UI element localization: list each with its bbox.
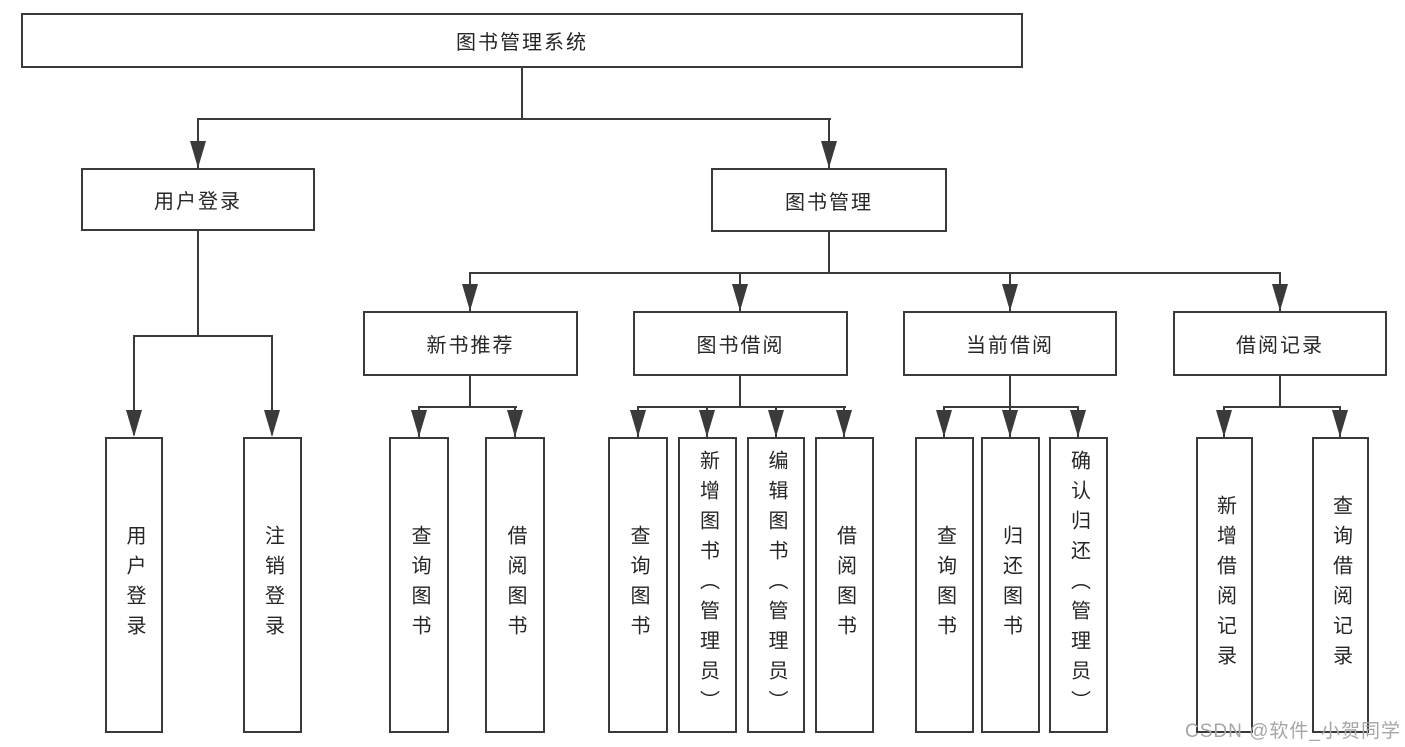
csdn-watermark: CSDN @软件_小贺同学 <box>1185 721 1401 742</box>
connector-line <box>521 68 523 119</box>
connector-line <box>133 335 135 435</box>
node-borrowing-records: 借阅记录 <box>1173 311 1387 376</box>
leaf-confirm-return-admin: 确认归还（管理员） <box>1049 437 1108 733</box>
node-label: 新增借阅记录 <box>1213 495 1236 675</box>
leaf-user-login: 用户登录 <box>105 437 163 733</box>
connector-line <box>1009 376 1011 408</box>
node-label: 查询借阅记录 <box>1329 495 1352 675</box>
connector-line <box>943 406 1079 408</box>
leaf-edit-books-admin: 编辑图书（管理员） <box>747 437 805 733</box>
node-user-login-branch: 用户登录 <box>81 168 315 231</box>
leaf-borrow-books-recommend: 借阅图书 <box>485 437 545 733</box>
arrowhead-down-icon <box>732 284 748 311</box>
node-label: 图书借阅 <box>696 335 785 357</box>
arrowhead-down-icon <box>1070 410 1086 437</box>
arrowhead-down-icon <box>1272 284 1288 311</box>
node-root-library-management-system: 图书管理系统 <box>21 13 1023 68</box>
node-label: 查询图书 <box>627 525 649 645</box>
arrowhead-down-icon <box>126 410 142 437</box>
leaf-add-books-admin: 新增图书（管理员） <box>678 437 737 733</box>
arrowhead-down-icon <box>836 410 852 437</box>
arrowhead-down-icon <box>1332 410 1348 437</box>
leaf-query-books-current: 查询图书 <box>915 437 974 733</box>
node-book-borrowing: 图书借阅 <box>633 311 848 376</box>
connector-line <box>469 376 471 408</box>
node-book-management-branch: 图书管理 <box>711 168 947 232</box>
arrowhead-down-icon <box>768 410 784 437</box>
arrowhead-down-icon <box>821 141 837 168</box>
node-label: 用户登录 <box>154 191 242 213</box>
leaf-query-books-borrowing: 查询图书 <box>608 437 668 733</box>
leaf-query-borrow-record: 查询借阅记录 <box>1312 437 1369 733</box>
node-label: 借阅图书 <box>833 525 856 645</box>
node-new-book-recommendation: 新书推荐 <box>363 311 578 376</box>
leaf-add-borrow-record: 新增借阅记录 <box>1196 437 1253 733</box>
connector-line <box>1223 406 1341 408</box>
connector-line <box>133 335 273 337</box>
leaf-query-books-recommend: 查询图书 <box>389 437 449 733</box>
leaf-logout: 注销登录 <box>243 437 302 733</box>
node-label: 新书推荐 <box>426 335 515 357</box>
connector-line <box>197 231 199 337</box>
connector-line <box>828 232 830 274</box>
node-label: 图书管理 <box>785 191 873 214</box>
node-label: 注销登录 <box>261 525 284 645</box>
connector-line <box>271 335 273 435</box>
arrowhead-down-icon <box>507 410 523 437</box>
arrowhead-down-icon <box>264 410 280 437</box>
arrowhead-down-icon <box>699 410 715 437</box>
node-label: 图书管理系统 <box>456 32 588 54</box>
connector-line <box>637 406 846 408</box>
connector-line <box>469 272 1281 274</box>
connector-line <box>739 376 741 408</box>
node-current-borrowing: 当前借阅 <box>903 311 1117 376</box>
node-label: 查询图书 <box>933 525 956 645</box>
arrowhead-down-icon <box>630 410 646 437</box>
arrowhead-down-icon <box>462 284 478 311</box>
node-label: 借阅图书 <box>504 525 526 645</box>
node-label: 归还图书 <box>999 525 1022 645</box>
arrowhead-down-icon <box>1216 410 1232 437</box>
node-label: 编辑图书（管理员） <box>765 450 787 720</box>
connector-line <box>1279 376 1281 408</box>
arrowhead-down-icon <box>1002 410 1018 437</box>
node-label: 当前借阅 <box>966 335 1054 357</box>
arrowhead-down-icon <box>936 410 952 437</box>
node-label: 新增图书（管理员） <box>696 450 719 720</box>
connector-line <box>197 118 831 120</box>
arrowhead-down-icon <box>190 141 206 168</box>
arrowhead-down-icon <box>411 410 427 437</box>
arrowhead-down-icon <box>1002 284 1018 311</box>
leaf-borrow-books: 借阅图书 <box>815 437 874 733</box>
node-label: 借阅记录 <box>1236 335 1324 357</box>
leaf-return-books: 归还图书 <box>981 437 1040 733</box>
connector-line <box>418 406 517 408</box>
node-label: 查询图书 <box>408 525 430 645</box>
node-label: 用户登录 <box>123 525 145 645</box>
node-label: 确认归还（管理员） <box>1067 450 1090 720</box>
